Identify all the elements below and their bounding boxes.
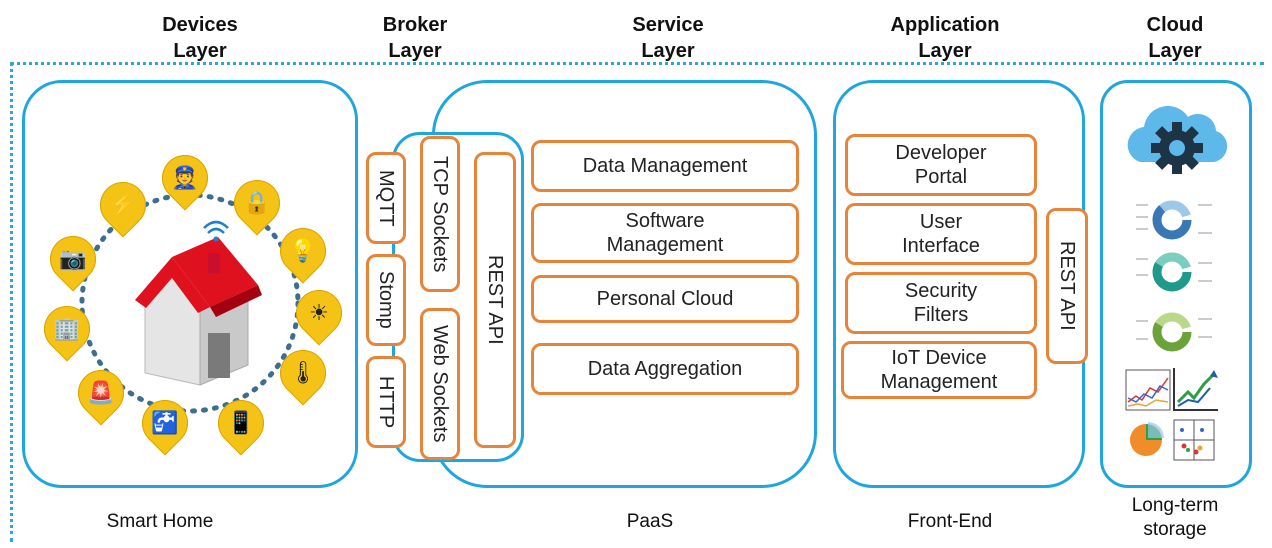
caption-smart-home: Smart Home [106,511,214,532]
camera-icon: 📷 [40,226,106,292]
protocol-stomp: Stomp [366,254,406,346]
bulb-icon: 💡 [270,218,336,284]
service-rest-api: REST API [474,152,516,448]
caption-front-end: Front-End [907,511,993,532]
devices-layer-title: Devices Layer [162,14,238,62]
faucet-icon: 🚰 [132,390,198,456]
service-item-data-aggregation: Data Aggregation [531,343,799,395]
trend-chart-icon [1173,368,1218,411]
outer-dotted-frame [10,62,1264,542]
app-item-iot-device-management: IoT Device Management [841,341,1037,399]
building-icon: 🏢 [34,296,100,362]
app-item-user-interface: User Interface [845,203,1037,265]
app-item-security-filters: Security Filters [845,272,1037,334]
lock-icon: 🔒 [224,170,290,236]
pie-chart-icon [1130,422,1164,456]
service-item-software-management: Software Management [531,203,799,263]
cloud-layer-title: Cloud Layer [1146,14,1204,62]
solar-icon: ☀ [286,280,352,346]
line-chart-icon [1125,369,1171,411]
app-item-developer-portal: Developer Portal [845,134,1037,196]
service-item-data-management: Data Management [531,140,799,192]
service-item-personal-cloud: Personal Cloud [531,275,799,323]
donut-chart-icon [1136,312,1212,352]
caption-long-term-storage: Long-term storage [1131,495,1219,540]
scatter-chart-icon [1173,419,1215,461]
alarm-icon: 🚨 [68,360,134,426]
donut-chart-icon [1136,200,1212,240]
lightning-icon: ⚡ [90,172,156,238]
application-layer-title: Application Layer [890,14,1000,62]
thermometer-icon: 🌡 [270,340,336,406]
caption-paas: PaaS [626,511,674,532]
tcp-sockets: TCP Sockets [420,136,460,292]
protocol-mqtt: MQTT [366,152,406,244]
service-layer-title: Service Layer [632,14,704,62]
protocol-http: HTTP [366,356,406,448]
phone-icon: 📱 [208,390,274,456]
donut-chart-icon [1136,252,1212,292]
guard-icon: 👮 [152,145,218,211]
cloud-gear-icon [1127,105,1228,174]
web-sockets: Web Sockets [420,308,460,460]
broker-layer-title: Broker Layer [382,14,448,62]
application-rest-api: REST API [1046,208,1088,364]
